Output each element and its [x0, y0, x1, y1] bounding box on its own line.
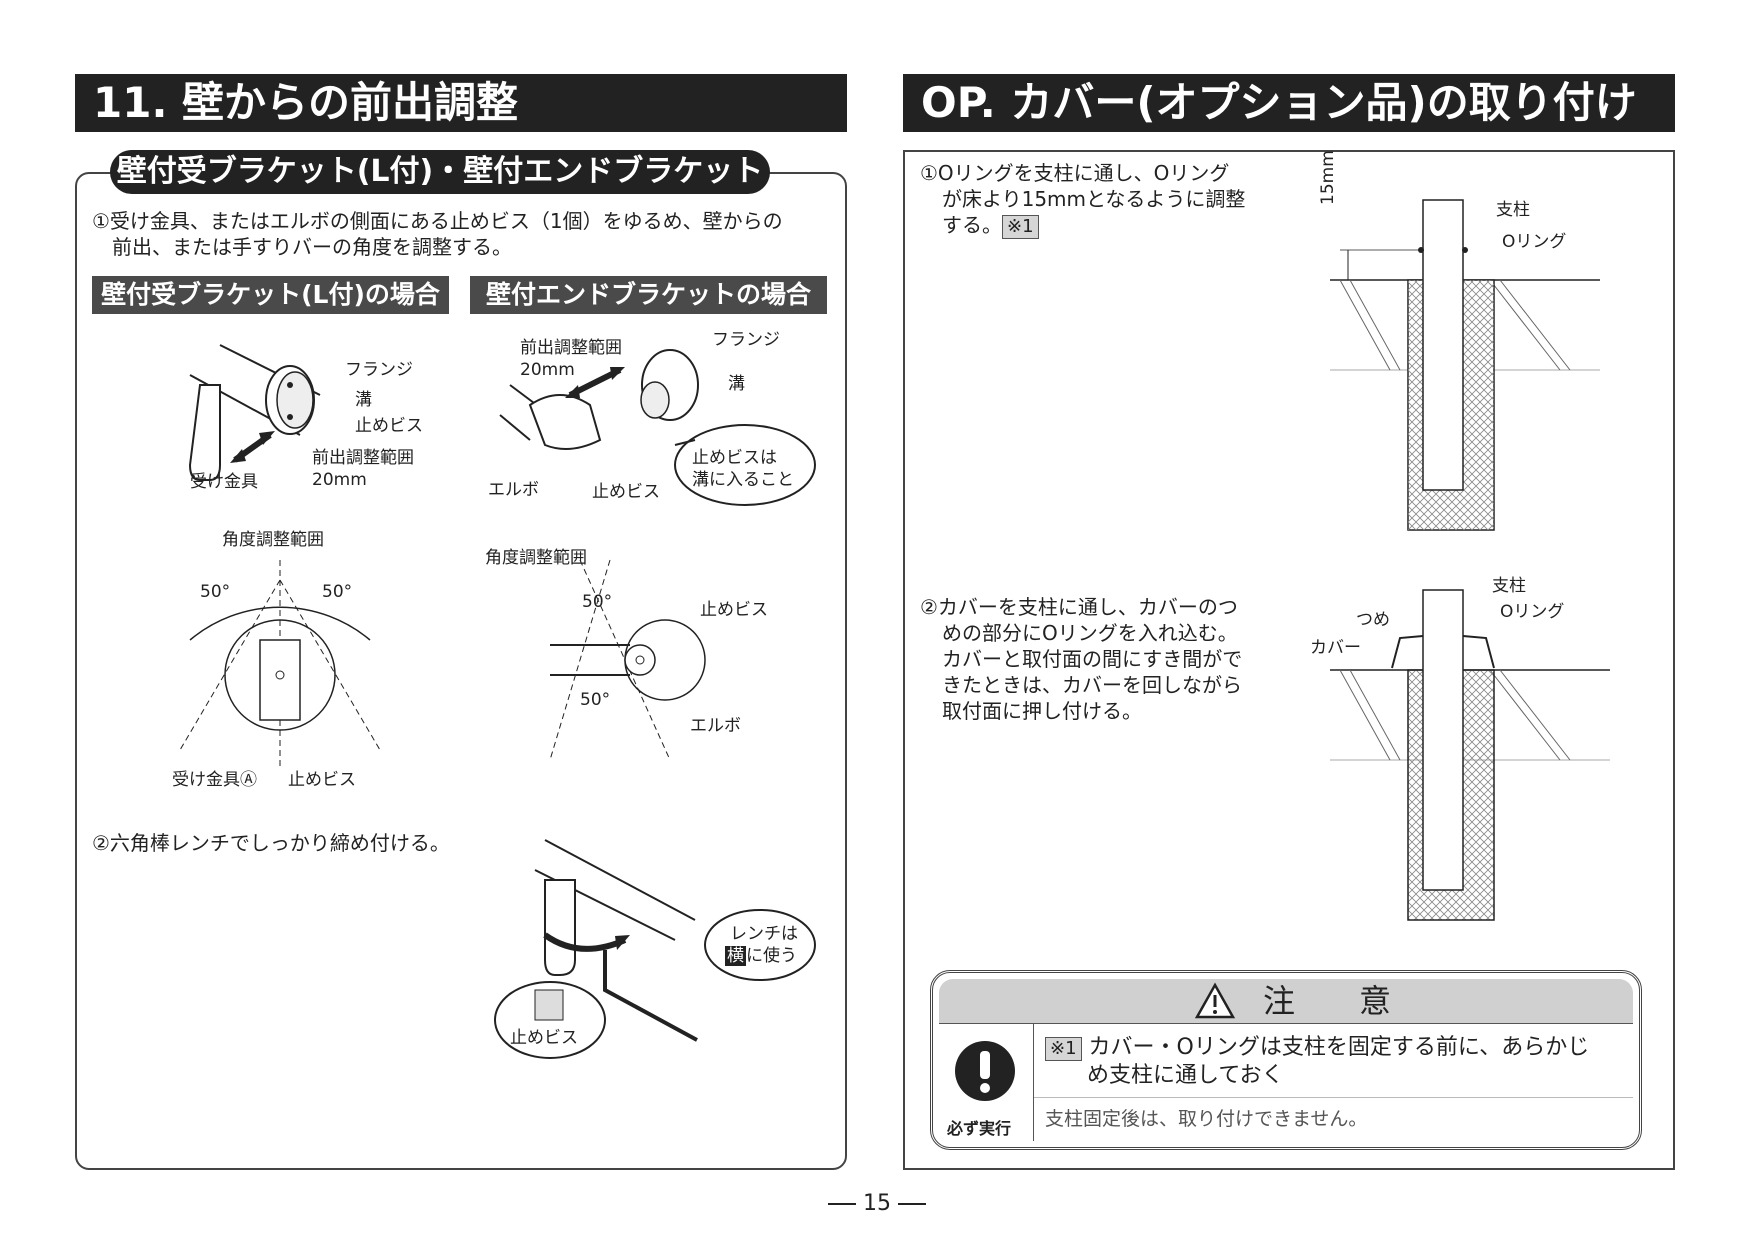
mandatory-action-icon: [955, 1041, 1015, 1101]
oring-oring-label: Oリング: [1502, 232, 1567, 252]
left-step2: ②六角棒レンチでしっかり締め付ける。: [92, 831, 450, 855]
fig3-deg-left: 50°: [200, 582, 231, 602]
caution-sub: 支柱固定後は、取り付けできません。: [1045, 1108, 1368, 1130]
fig4-angle-range-label: 角度調整範囲: [485, 548, 587, 568]
fig2-screw-label: 止めビス: [592, 482, 660, 502]
fig4-elbow-label: エルボ: [690, 716, 741, 736]
wall-bracket-illustration: [188, 344, 321, 481]
fig2-flange-label: フランジ: [712, 330, 780, 350]
fig3-angle-range-label: 角度調整範囲: [222, 530, 324, 550]
fig3-bracket-label: 受け金具Ⓐ: [172, 770, 257, 790]
fig3-deg-right: 50°: [322, 582, 353, 602]
fig1-bracket-label: 受け金具: [190, 472, 258, 492]
subheading-end-bracket: 壁付エンドブラケットの場合: [470, 276, 827, 314]
right-step2-line2: めの部分にOリングを入れ込む。: [942, 621, 1238, 645]
fig3-screw-label: 止めビス: [288, 770, 356, 790]
caution-line2: め支柱に通しておく: [1087, 1063, 1284, 1088]
fig1-screw-label: 止めビス: [355, 416, 423, 436]
oring-dim-label: 15mm: [1318, 150, 1338, 205]
end-bracket-illustration: [499, 349, 816, 506]
caution-divider: [1034, 1097, 1633, 1098]
fig1-range-label: 前出調整範囲: [312, 448, 414, 468]
oring-post-label: 支柱: [1496, 200, 1530, 220]
fig1-range-value: 20mm: [312, 470, 367, 490]
fig2-callout-line2: 溝に入ること: [692, 470, 794, 490]
right-step2-line5: 取付面に押し付ける。: [942, 699, 1142, 723]
cover-post-label: 支柱: [1492, 576, 1526, 596]
right-step1-line1: ①Oリングを支柱に通し、Oリング: [920, 161, 1230, 185]
fig5-screw-label: 止めビス: [510, 1028, 578, 1048]
cover-claw-label: つめ: [1356, 610, 1390, 630]
caution-note-mark: ※1: [1045, 1037, 1082, 1061]
page-number-value: 15: [863, 1191, 891, 1216]
fig2-elbow-label: エルボ: [488, 480, 539, 500]
hex-wrench-illustration: [494, 839, 816, 1059]
caution-badge-label: 必ず実行: [947, 1119, 1012, 1138]
left-step1-line2: 前出、または手すりバーの角度を調整する。: [112, 235, 512, 259]
fig4-deg-top: 50°: [582, 592, 613, 612]
right-step1-text: する。: [942, 213, 1002, 237]
fig5-callout-rest: に使う: [746, 946, 797, 966]
elbow-angle-diagram: [549, 559, 706, 761]
fig5-horizontal-mark: 横: [725, 946, 746, 966]
warning-triangle-icon: [1194, 982, 1236, 1019]
page-number-dash-left: [828, 1203, 856, 1205]
right-panel: [903, 150, 1675, 1170]
note-ref-mark: ※1: [1002, 215, 1039, 239]
right-step1-line2: が床より15mmとなるように調整: [942, 187, 1246, 211]
fig4-deg-bottom: 50°: [580, 690, 611, 710]
caution-line1: ※1 カバー・Oリングは支柱を固定する前に、あらかじ: [1045, 1035, 1589, 1061]
caution-title: 注 意: [1263, 982, 1392, 1020]
fig4-screw-label: 止めビス: [700, 600, 768, 620]
caution-badge-cell: [939, 1024, 1034, 1141]
right-step2-line3: カバーと取付面の間にすき間がで: [942, 647, 1243, 671]
fig1-groove-label: 溝: [355, 390, 372, 410]
right-step1-line3: する。※1: [942, 212, 1039, 239]
fig5-callout-line2: 横に使う: [725, 946, 797, 966]
caution-box: 注 意 必ず実行 ※1 カバー・Oリングは支柱を固定する前に、あらかじ め支柱に…: [930, 970, 1642, 1150]
page-number: 15: [827, 1192, 927, 1216]
cover-post-diagram: [1330, 589, 1610, 921]
left-section-title: 11. 壁からの前出調整: [75, 74, 847, 132]
page-number-dash-right: [898, 1203, 926, 1205]
caution-header: [939, 979, 1633, 1024]
fig2-callout-line1: 止めビスは: [692, 448, 777, 468]
left-step1-line1: ①受け金具、またはエルボの側面にある止めビス（1個）をゆるめ、壁からの: [92, 209, 783, 233]
fig5-callout-line1: レンチは: [730, 924, 798, 944]
right-section-title: OP. カバー(オプション品)の取り付け: [903, 74, 1675, 132]
bracket-type-pill: 壁付受ブラケット(L付)・壁付エンドブラケット: [110, 150, 770, 194]
subheading-wall-bracket: 壁付受ブラケット(L付)の場合: [92, 276, 449, 314]
bracket-angle-diagram: [179, 560, 381, 770]
right-step2-line4: きたときは、カバーを回しながら: [942, 673, 1242, 697]
cover-oring-label: Oリング: [1500, 602, 1565, 622]
fig2-range-label: 前出調整範囲: [520, 338, 622, 358]
fig1-flange-label: フランジ: [345, 360, 413, 380]
oring-post-diagram: [1330, 199, 1600, 531]
cover-cover-label: カバー: [1310, 638, 1361, 658]
right-step2-line1: ②カバーを支柱に通し、カバーのつ: [920, 595, 1238, 619]
caution-line1-text: カバー・Oリングは支柱を固定する前に、あらかじ: [1088, 1035, 1590, 1060]
fig2-range-value: 20mm: [520, 360, 575, 380]
fig2-groove-label: 溝: [728, 374, 745, 394]
